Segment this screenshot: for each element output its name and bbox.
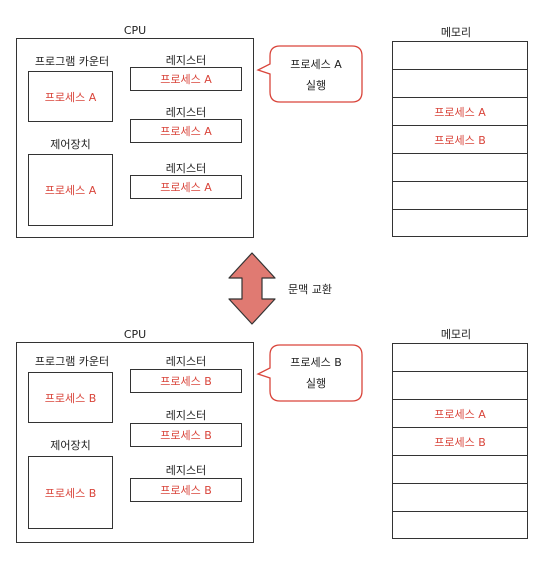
register-value: 프로세스 B <box>160 429 212 442</box>
memory-cell <box>393 70 527 98</box>
memory-label: 메모리 <box>440 26 472 39</box>
register-label: 레지스터 <box>165 409 207 422</box>
register-box: 프로세스 A <box>130 175 242 199</box>
memory-label: 메모리 <box>440 328 472 341</box>
memory-cell <box>393 484 527 512</box>
memory-cell: 프로세스 A <box>393 98 527 126</box>
control-unit-label: 제어장치 <box>50 138 91 151</box>
memory-cell: 프로세스 A <box>393 400 527 428</box>
control-unit-value: 프로세스 B <box>44 486 97 500</box>
control-unit-box: 프로세스 B <box>28 456 113 529</box>
control-unit-value: 프로세스 A <box>44 184 97 197</box>
register-value: 프로세스 A <box>160 73 212 86</box>
register-box: 프로세스 A <box>130 119 242 143</box>
register-value: 프로세스 A <box>160 125 212 138</box>
memory-block: 프로세스 A 프로세스 B <box>392 41 528 237</box>
register-box: 프로세스 A <box>130 67 242 91</box>
bubble-text-line1: 프로세스 B <box>290 356 342 369</box>
memory-cell <box>393 512 527 540</box>
register-label: 레지스터 <box>165 355 207 368</box>
control-unit-box: 프로세스 A <box>28 154 113 226</box>
register-box: 프로세스 B <box>130 478 242 502</box>
program-counter-value: 프로세스 B <box>44 391 97 405</box>
control-unit-label: 제어장치 <box>50 439 91 452</box>
memory-cell <box>393 344 527 372</box>
cpu-label: CPU <box>123 328 147 341</box>
memory-block: 프로세스 A 프로세스 B <box>392 343 528 539</box>
register-box: 프로세스 B <box>130 369 242 393</box>
register-value: 프로세스 A <box>160 181 212 194</box>
memory-cell: 프로세스 B <box>393 428 527 456</box>
program-counter-value: 프로세스 A <box>44 90 97 104</box>
register-value: 프로세스 B <box>160 484 212 497</box>
memory-cell <box>393 154 527 182</box>
register-label: 레지스터 <box>165 162 207 175</box>
program-counter-box: 프로세스 A <box>28 71 113 122</box>
memory-cell <box>393 182 527 210</box>
memory-cell <box>393 42 527 70</box>
cpu-frame <box>16 342 254 543</box>
register-value: 프로세스 B <box>160 375 212 388</box>
program-counter-label: 프로그램 카운터 <box>34 355 110 368</box>
register-label: 레지스터 <box>165 106 207 119</box>
register-label: 레지스터 <box>165 464 207 477</box>
register-label: 레지스터 <box>165 54 207 67</box>
cpu-label: CPU <box>123 24 147 37</box>
memory-cell <box>393 456 527 484</box>
memory-cell <box>393 372 527 400</box>
bubble-text-line2: 실행 <box>305 79 327 92</box>
bubble-text-line1: 프로세스 A <box>290 58 342 71</box>
program-counter-label: 프로그램 카운터 <box>34 55 110 68</box>
cpu-frame <box>16 38 254 238</box>
bubble-text-line2: 실행 <box>305 377 327 390</box>
program-counter-box: 프로세스 B <box>28 372 113 423</box>
register-box: 프로세스 B <box>130 423 242 447</box>
memory-cell: 프로세스 B <box>393 126 527 154</box>
context-switch-label: 문맥 교환 <box>288 283 332 296</box>
